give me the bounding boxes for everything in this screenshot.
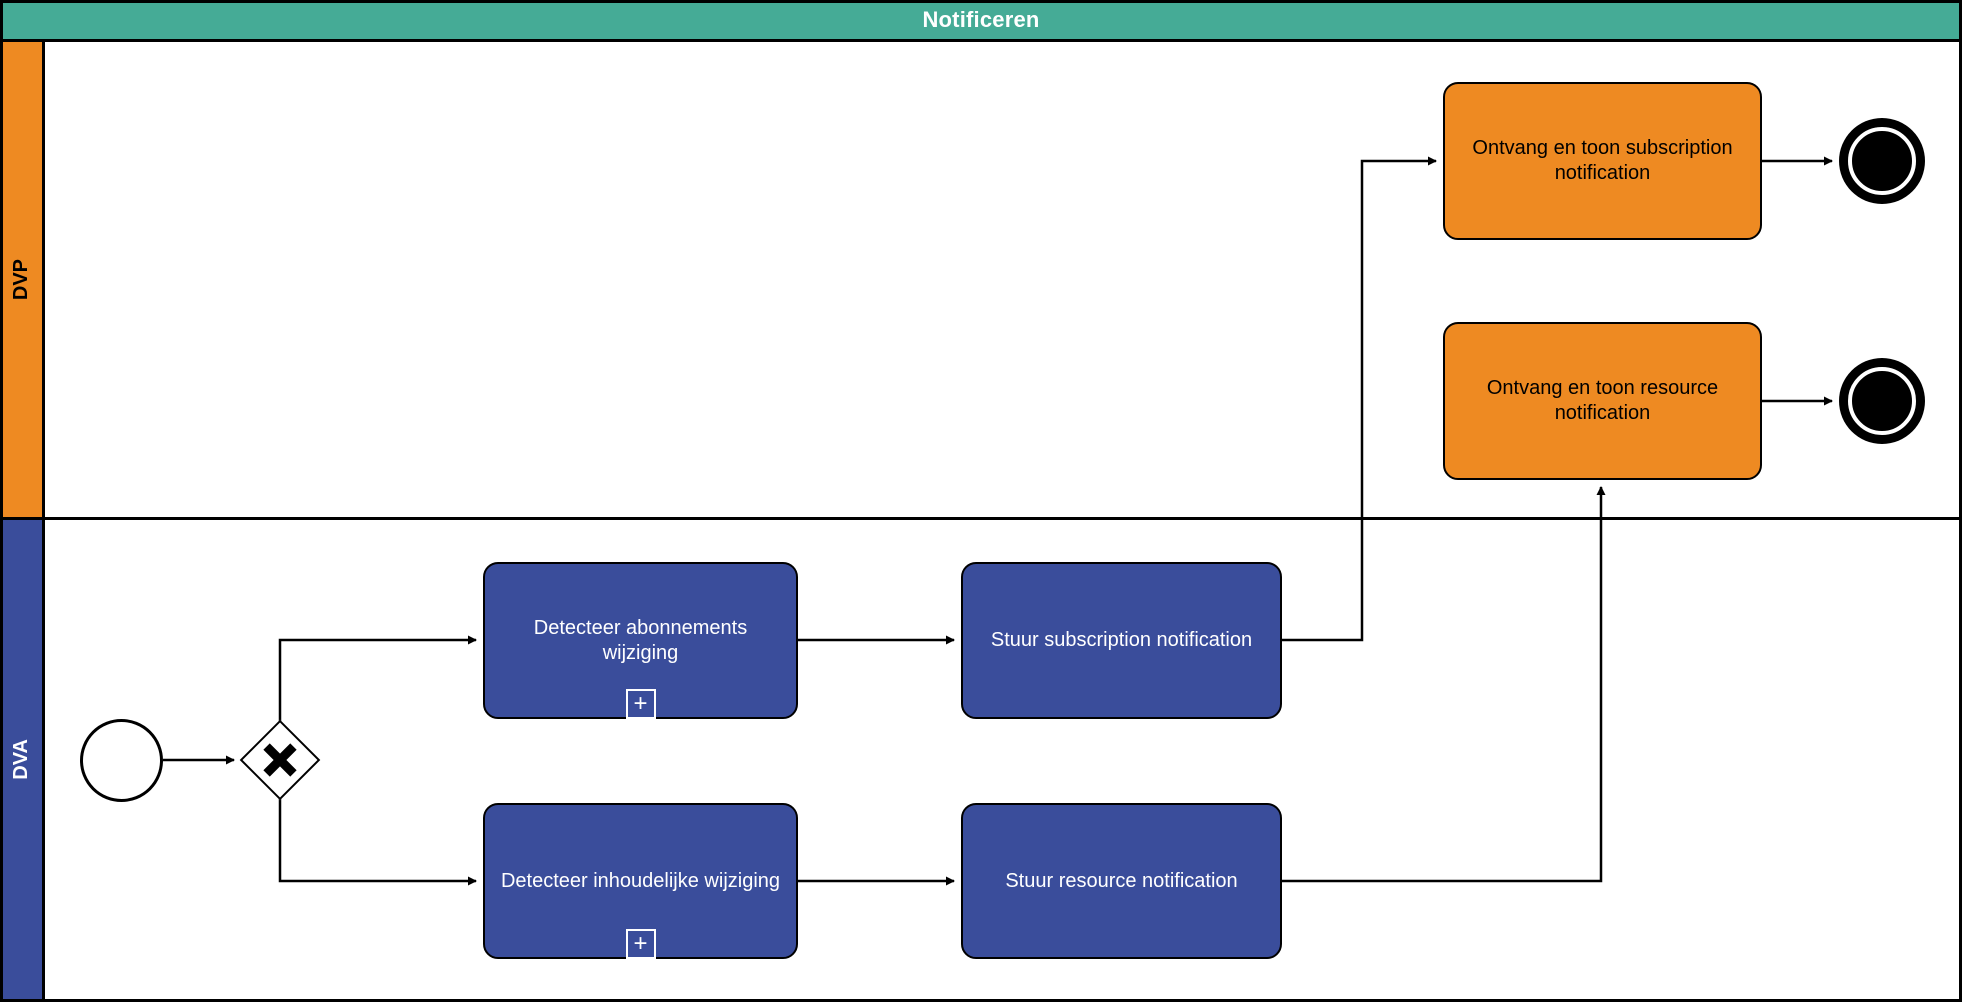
flow-gateway-to-detecteer-inhoudelijke [278,799,477,886]
task-stuur-subscription-notification[interactable]: Stuur subscription notification [961,562,1282,719]
lane-divider [0,517,1962,520]
task-ontvang-en-toon-subscription-notification[interactable]: Ontvang en toon subscription notificatio… [1443,82,1762,240]
terminate-event-icon [1848,127,1916,195]
subprocess-plus-icon[interactable]: + [625,689,656,719]
task-ontvang-en-toon-resource-notification[interactable]: Ontvang en toon resource notification [1443,322,1762,480]
pool-header: Notificeren [0,0,1962,42]
task-stuur-resource-notification[interactable]: Stuur resource notification [961,803,1282,959]
task-label: Detecteer abonnements wijziging [533,616,748,664]
flow-stuur-subscription-to-ontvang-subscription [1282,156,1437,642]
exclusive-gateway[interactable] [239,719,321,801]
start-event[interactable] [80,719,163,802]
lane-dva-label: DVA [9,739,32,780]
end-event-subscription[interactable] [1839,118,1925,204]
lane-dvp: DVP [0,42,45,517]
lane-dva: DVA [0,520,45,999]
pool-title: Notificeren [922,6,1040,32]
task-label: Stuur resource notification [1005,869,1238,892]
task-label: Detecteer inhoudelijke wijziging [500,869,781,892]
lane-dvp-label: DVP [9,258,32,301]
flow-gateway-to-detecteer-abonnements [278,635,477,721]
flow-stuur-resource-to-ontvang-resource [1282,486,1606,883]
task-label: Stuur subscription notification [990,629,1253,651]
task-detecteer-abonnements-wijziging[interactable]: Detecteer abonnements wijziging + [483,562,798,719]
subprocess-plus-icon[interactable]: + [625,929,656,959]
task-label: Ontvang en toon subscription notificatio… [1472,137,1733,184]
task-label: Ontvang en toon resource notification [1486,377,1719,424]
end-event-resource[interactable] [1839,358,1925,444]
terminate-event-icon [1848,367,1916,435]
task-detecteer-inhoudelijke-wijziging[interactable]: Detecteer inhoudelijke wijziging + [483,803,798,959]
